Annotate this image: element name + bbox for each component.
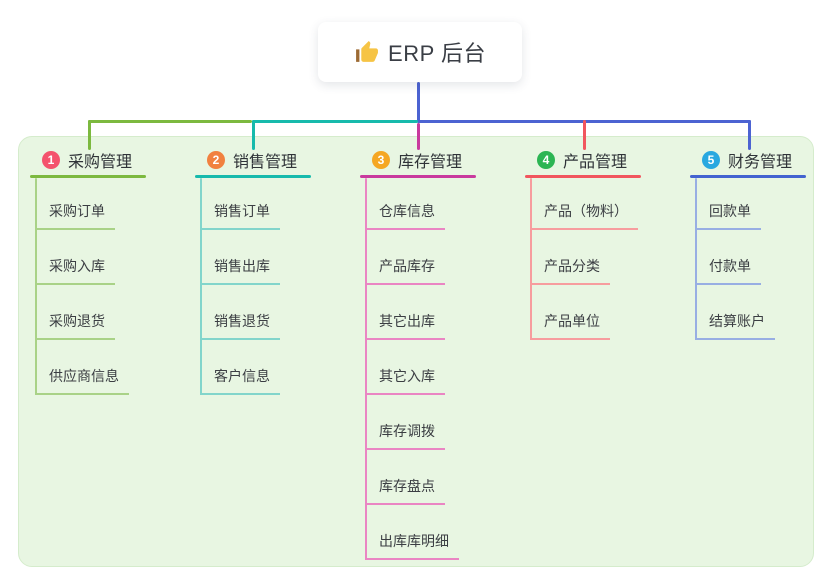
branch-title: 采购管理 xyxy=(68,154,133,171)
root-node-label: ERP 后台 xyxy=(388,41,486,66)
child-node[interactable]: 客户信息 xyxy=(200,366,280,395)
branch-title: 销售管理 xyxy=(233,154,298,171)
child-node[interactable]: 仓库信息 xyxy=(365,201,445,230)
branch-children-connector xyxy=(695,178,697,340)
child-node[interactable]: 销售订单 xyxy=(200,201,280,230)
drop-line-3 xyxy=(417,123,420,150)
branch-number-badge: 2 xyxy=(207,151,225,169)
branch-children-connector xyxy=(35,178,37,395)
branch-title-underline xyxy=(30,175,146,178)
bus-segment-2 xyxy=(252,120,418,123)
branch-children-connector xyxy=(365,178,367,560)
branch-number-badge: 1 xyxy=(42,151,60,169)
branch-title-underline xyxy=(195,175,311,178)
branch-header-3[interactable]: 3 库存管理 xyxy=(372,149,462,171)
drop-line-1 xyxy=(88,120,91,150)
branch-title: 产品管理 xyxy=(563,154,628,171)
child-node[interactable]: 销售退货 xyxy=(200,311,280,340)
branch-number-badge: 3 xyxy=(372,151,390,169)
drop-line-5 xyxy=(748,120,751,150)
branch-children-connector xyxy=(530,178,532,340)
branch-header-5[interactable]: 5 财务管理 xyxy=(702,149,792,171)
child-node[interactable]: 产品单位 xyxy=(530,311,610,340)
drop-line-4 xyxy=(583,120,586,150)
branch-title: 库存管理 xyxy=(398,154,463,171)
child-node[interactable]: 出库库明细 xyxy=(365,531,459,560)
branch-title-underline xyxy=(525,175,641,178)
branch-header-2[interactable]: 2 销售管理 xyxy=(207,149,297,171)
root-node[interactable]: ERP 后台 xyxy=(318,22,522,82)
child-node[interactable]: 采购入库 xyxy=(35,256,115,285)
child-node[interactable]: 结算账户 xyxy=(695,311,775,340)
child-node[interactable]: 其它入库 xyxy=(365,366,445,395)
branch-title-underline xyxy=(690,175,806,178)
thumbs-up-icon xyxy=(354,40,379,65)
branch-header-4[interactable]: 4 产品管理 xyxy=(537,149,627,171)
root-connector-line xyxy=(417,82,420,123)
child-node[interactable]: 回款单 xyxy=(695,201,761,230)
child-node[interactable]: 库存盘点 xyxy=(365,476,445,505)
branch-title: 财务管理 xyxy=(728,154,793,171)
bus-segment-1 xyxy=(88,120,252,123)
child-node[interactable]: 采购退货 xyxy=(35,311,115,340)
child-node[interactable]: 产品分类 xyxy=(530,256,610,285)
child-node[interactable]: 付款单 xyxy=(695,256,761,285)
drop-line-2 xyxy=(252,120,255,150)
child-node[interactable]: 供应商信息 xyxy=(35,366,129,395)
child-node[interactable]: 库存调拨 xyxy=(365,421,445,450)
branch-number-badge: 5 xyxy=(702,151,720,169)
child-node[interactable]: 采购订单 xyxy=(35,201,115,230)
child-node[interactable]: 销售出库 xyxy=(200,256,280,285)
branch-number-badge: 4 xyxy=(537,151,555,169)
branches-panel xyxy=(18,136,814,567)
child-node[interactable]: 产品库存 xyxy=(365,256,445,285)
child-node[interactable]: 其它出库 xyxy=(365,311,445,340)
branch-header-1[interactable]: 1 采购管理 xyxy=(42,149,132,171)
child-node[interactable]: 产品（物料） xyxy=(530,201,638,230)
branch-children-connector xyxy=(200,178,202,395)
branch-title-underline xyxy=(360,175,476,178)
